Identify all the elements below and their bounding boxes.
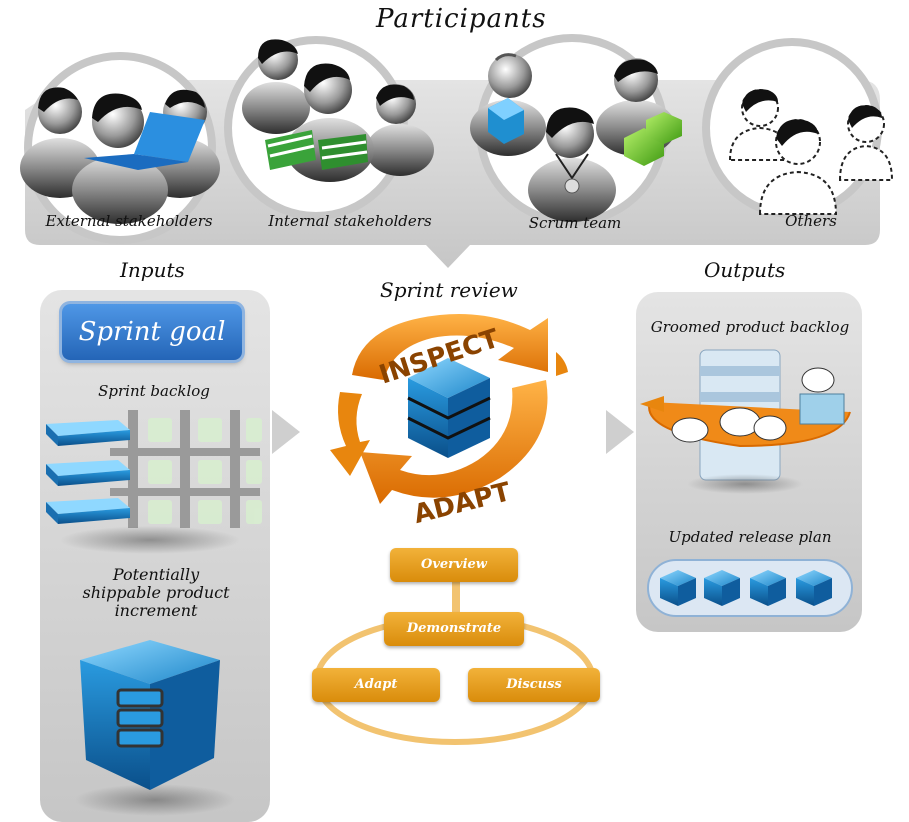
participant-label-scrum-team: Scrum team xyxy=(528,214,622,232)
groomed-backlog-label: Groomed product backlog xyxy=(650,318,850,336)
flow-arrow-right xyxy=(606,410,634,454)
internal-stakeholders-icon xyxy=(242,39,434,182)
review-steps-loop xyxy=(314,580,596,745)
demonstrate-step: Demonstrate xyxy=(384,612,524,646)
flow-arrow-left xyxy=(272,410,300,454)
release-plan-label: Updated release plan xyxy=(668,528,832,546)
release-plan-capsule xyxy=(647,559,853,617)
outputs-title: Outputs xyxy=(704,258,786,282)
overview-step: Overview xyxy=(390,548,518,582)
increment-cube-icon xyxy=(75,640,235,816)
inputs-title: Inputs xyxy=(120,258,185,282)
scrum-team-icon xyxy=(470,53,682,222)
sprint-goal-box: Sprint goal xyxy=(62,304,242,360)
increment-label: Potentially shippable product increment xyxy=(66,566,246,620)
review-cube-icon xyxy=(407,358,491,458)
groomed-backlog-icon xyxy=(640,349,851,494)
discuss-step: Discuss xyxy=(468,668,600,702)
participant-label-internal: Internal stakeholders xyxy=(268,212,432,230)
participant-label-external: External stakeholders xyxy=(45,212,213,230)
increment-line-2: shippable product xyxy=(82,583,230,602)
sprint-review-title: Sprint review xyxy=(380,278,518,302)
others-hair xyxy=(742,89,882,146)
increment-line-3: increment xyxy=(114,601,198,620)
inspect-adapt-cycle xyxy=(330,314,568,504)
external-stakeholders-icon xyxy=(20,87,220,224)
participant-label-others: Others xyxy=(785,212,837,230)
sprint-backlog-label: Sprint backlog xyxy=(98,382,210,400)
adapt-step: Adapt xyxy=(312,668,440,702)
sprint-backlog-grid xyxy=(46,410,262,554)
participants-title: Participants xyxy=(376,4,547,34)
increment-line-1: Potentially xyxy=(112,565,200,584)
